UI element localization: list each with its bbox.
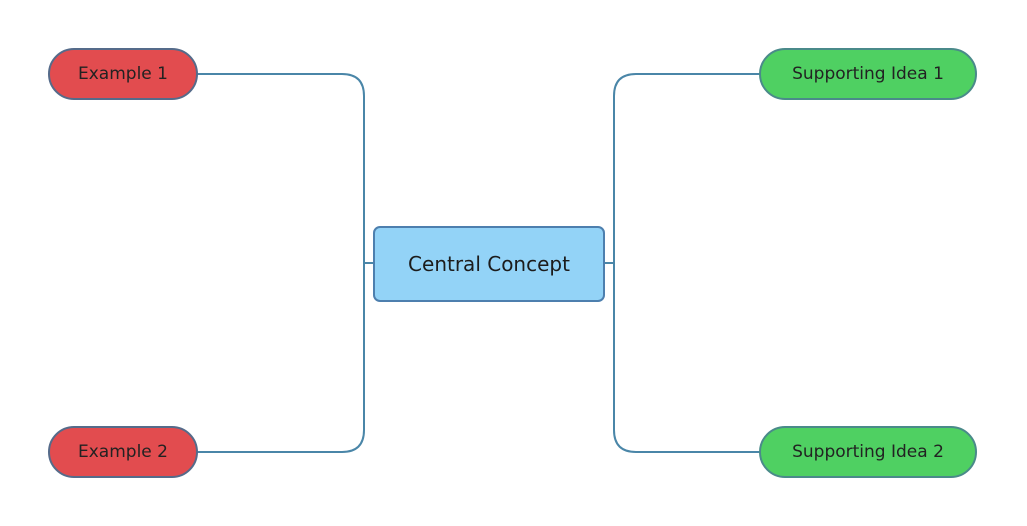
connector-example-2 xyxy=(196,263,365,453)
central-concept-node[interactable]: Central Concept xyxy=(373,226,605,302)
connector-example-1 xyxy=(196,73,365,263)
connector-support-1 xyxy=(613,73,760,263)
supporting-idea-1-label: Supporting Idea 1 xyxy=(792,64,944,84)
example-1-node[interactable]: Example 1 xyxy=(48,48,198,100)
supporting-idea-2-label: Supporting Idea 2 xyxy=(792,442,944,462)
supporting-idea-1-node[interactable]: Supporting Idea 1 xyxy=(759,48,977,100)
central-concept-label: Central Concept xyxy=(408,252,570,276)
example-2-node[interactable]: Example 2 xyxy=(48,426,198,478)
supporting-idea-2-node[interactable]: Supporting Idea 2 xyxy=(759,426,977,478)
connector-support-2 xyxy=(613,263,760,453)
example-2-label: Example 2 xyxy=(78,442,168,462)
example-1-label: Example 1 xyxy=(78,64,168,84)
